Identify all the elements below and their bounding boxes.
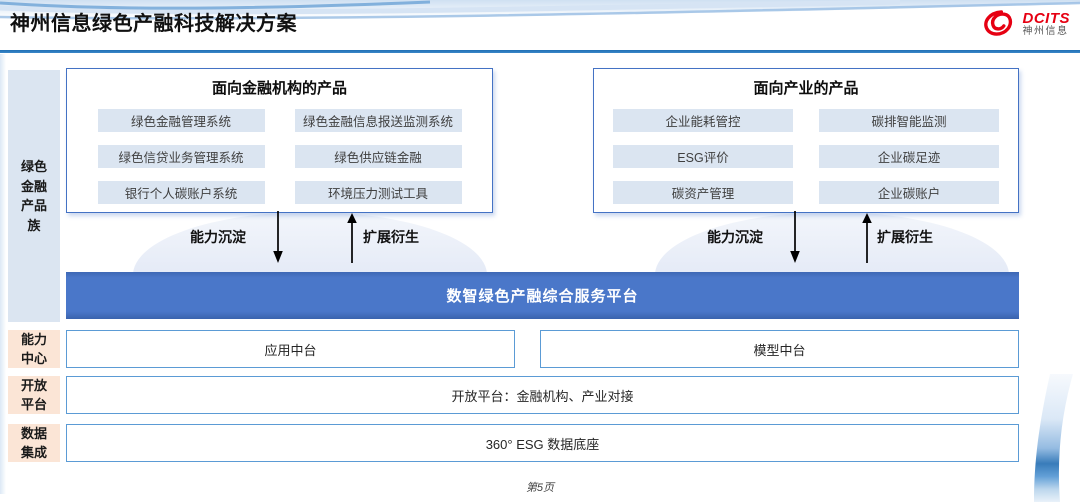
dcits-logo: DCITS 神州信息	[982, 9, 1071, 39]
dome-decoration-left	[133, 212, 487, 273]
sidebar-green-finance-family: 绿色金融产品族	[8, 70, 60, 322]
expand-derive-label: 扩展衍生	[363, 229, 419, 245]
product-item: 企业能耗管控	[613, 109, 793, 132]
industry-items-grid: 企业能耗管控 碳排智能监测 ESG评价 企业碳足迹 碳资产管理 企业碳账户	[594, 109, 1018, 204]
product-item: 绿色供应链金融	[294, 145, 462, 168]
up-arrow-icon	[347, 213, 357, 263]
logo-text: DCITS 神州信息	[1023, 11, 1071, 37]
sidebar-data-integration: 数据集成	[8, 424, 60, 462]
page-number: 第5页	[525, 482, 555, 494]
product-item: ESG评价	[613, 145, 793, 168]
finance-items-grid: 绿色金融管理系统 绿色金融信息报送监测系统 绿色信贷业务管理系统 绿色供应链金融…	[67, 109, 492, 204]
up-arrow-icon	[862, 213, 872, 263]
sidebar-open-platform: 开放平台	[8, 376, 60, 414]
sidebar-capability-label: 能力中心	[20, 331, 47, 367]
industry-products-panel: 面向产业的产品 企业能耗管控 碳排智能监测 ESG评价 企业碳足迹 碳资产管理 …	[593, 68, 1019, 213]
product-item: 碳资产管理	[613, 181, 793, 204]
finance-panel-title: 面向金融机构的产品	[211, 80, 347, 97]
sidebar-family-label: 绿色金融产品族	[20, 159, 47, 233]
model-middle-platform-box: 模型中台	[540, 330, 1019, 368]
product-item: 企业碳账户	[819, 181, 999, 204]
capability-settle-label: 能力沉淀	[190, 229, 246, 245]
esg-data-base-box: 360° ESG 数据底座	[66, 424, 1019, 462]
expand-derive-label: 扩展衍生	[877, 229, 933, 245]
product-item: 绿色信贷业务管理系统	[97, 145, 265, 168]
product-item: 企业碳足迹	[819, 145, 999, 168]
product-item: 绿色金融信息报送监测系统	[294, 109, 462, 132]
product-item: 银行个人碳账户系统	[97, 181, 265, 204]
finance-products-panel: 面向金融机构的产品 绿色金融管理系统 绿色金融信息报送监测系统 绿色信贷业务管理…	[66, 68, 493, 213]
logo-brand: DCITS	[1022, 9, 1070, 27]
capability-settle-label: 能力沉淀	[707, 229, 763, 245]
platform-banner: 数智绿色产融综合服务平台	[66, 272, 1019, 319]
down-arrow-icon	[273, 211, 283, 263]
open-platform-box: 开放平台：金融机构、产业对接	[66, 376, 1019, 414]
sidebar-capability-center: 能力中心	[8, 330, 60, 368]
logo-subtitle: 神州信息	[1022, 25, 1069, 37]
page-title: 神州信息绿色产融科技解决方案	[10, 13, 297, 35]
left-edge-decoration	[0, 54, 6, 494]
sidebar-open-label: 开放平台	[20, 377, 47, 413]
sidebar-data-label: 数据集成	[20, 425, 47, 461]
app-middle-platform-box: 应用中台	[66, 330, 515, 368]
product-item: 绿色金融管理系统	[97, 109, 265, 132]
industry-panel-title: 面向产业的产品	[753, 80, 859, 97]
product-item: 碳排智能监测	[819, 109, 999, 132]
dcits-swirl-icon	[983, 10, 1012, 36]
header-divider	[0, 50, 1080, 53]
platform-banner-label: 数智绿色产融综合服务平台	[446, 288, 639, 305]
product-item: 环境压力测试工具	[294, 181, 462, 204]
down-arrow-icon	[790, 211, 800, 263]
